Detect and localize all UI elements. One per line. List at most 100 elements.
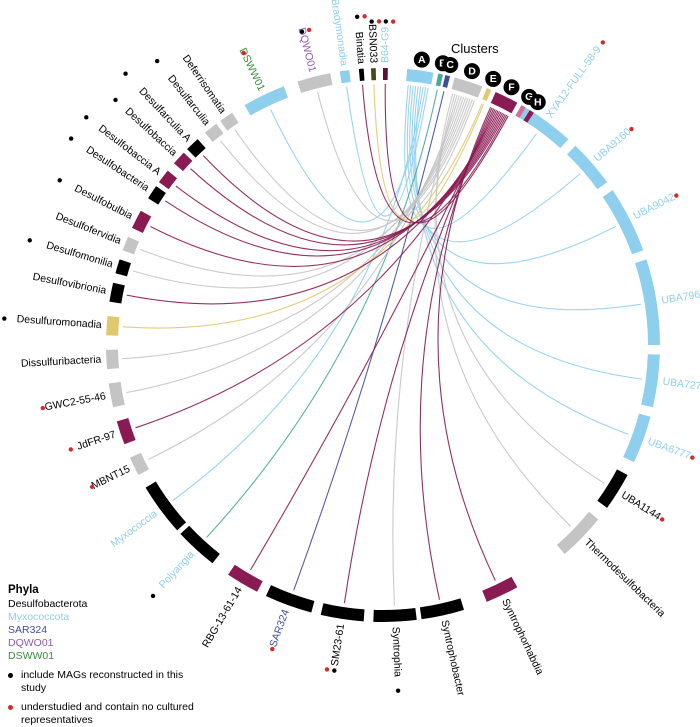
chord-bradymonadia [346,86,429,217]
label-desulfuromonadia: Desulfuromonadia [16,313,102,331]
red-dot-sm23-61 [324,667,330,672]
black-dot-binatia [354,14,360,20]
red-dot-mbnt15 [89,484,95,490]
red-dot-uba6777 [690,455,695,460]
black-dot-desulfarculia-a [123,71,128,76]
arc-desulfuromonadia [106,316,120,336]
arc-dqwo01 [297,73,333,93]
label-myxococcia: Myxococcia [109,508,160,550]
arc-desulfobacteria [148,186,166,205]
black-dot-dqwo01 [299,29,305,34]
cluster-letter-e: E [490,73,497,85]
chord-desulfobacteria [165,111,502,257]
black-dot-desulfobulbia [57,178,62,183]
arc-uba9042 [602,190,644,255]
red-dot-jdfr-97 [68,447,74,452]
chord-syntrophorhabdia [437,107,496,581]
arc-b64-g9 [383,68,388,81]
cluster-arc-g [515,105,526,118]
cluster-badge-f [503,79,520,96]
chord-polyangia [206,89,438,538]
cluster-letter-h: H [534,96,542,108]
chord-myxococcia [172,87,424,501]
red-dot-icon [8,705,13,710]
chord-mbnt15 [148,95,460,460]
arc-dissulfuribacteria [106,349,120,370]
cluster-letter-a: A [418,54,426,66]
red-dot-uba9160 [629,126,634,132]
red-dot-uba9042 [674,193,679,198]
legend-phylum-dsww01: DSWW01 [8,650,55,662]
chord-gwc2-55-46 [126,95,463,394]
black-dot-desulfomonilia [27,238,32,243]
arc-syntrophobacteria [419,598,464,620]
chord-uba6777 [415,86,629,435]
cluster-badge-e [485,70,502,87]
black-dot-polyangia [150,593,156,599]
arc-polyangia [180,525,220,564]
label-desulfobulbia: Desulfobulbia [72,183,134,223]
arc-uba6777 [623,413,651,463]
chord-desulfofervidia [139,98,469,277]
chord-dsww01 [270,87,427,223]
label-bsn033: BSN033 [366,24,379,64]
legend-red-dot-text: understudied and contain no cultured rep… [21,701,194,726]
arc-gwc2-55-46 [108,381,125,408]
label-sm23-61: SM23-61 [329,623,347,667]
legend-phylum-sar324: SAR324 [8,624,48,636]
arc-uba727 [641,354,660,408]
label-syntrophobacteria: Syntrophobacteria [438,619,468,695]
arc-syntrophia [373,608,417,622]
cluster-badge-a [413,51,430,68]
arc-bradymonadia [339,70,351,84]
arc-desulfobaccia [173,152,193,172]
black-dot-syntrophia [395,688,401,693]
arc-jdfr-97 [116,418,136,445]
chord-desulfobaccia-a [175,112,503,252]
label-dissulfuribacteria: Dissulfuribacteria [21,354,102,370]
label-rbg-13-61-14: RBG-13-61-14 [200,585,245,650]
chord-desulfomonilia [132,97,467,289]
arc-xya12-full-58-9 [515,105,569,149]
arc-bsn033 [370,68,377,81]
red-dot-binatia [362,14,367,19]
label-mbnt15: MBNT15 [90,463,133,492]
chord-sm23-61 [343,108,495,604]
label-syntrophia: Syntrophia [390,626,404,677]
arc-uba796 [635,259,660,345]
arc-binatia [358,68,365,82]
black-dot-desulfobaccia [113,97,118,103]
cluster-letter-f: F [508,82,515,94]
red-dot-bsn033 [376,19,382,24]
chord-bsn033 [373,84,485,221]
label-dsww01: DSWW01 [237,46,268,93]
chord-desulfarculia-a [202,114,506,242]
legend-phylum-myxococcota: Myxococcota [8,611,70,623]
marker-dots [2,14,695,693]
arc-deferrisomatia [220,112,239,131]
red-dot-gwc2-55-46 [40,405,45,411]
arc-dsww01 [244,86,289,116]
black-dot-sm23-61 [332,668,337,673]
cluster-letter-g: G [525,91,533,103]
red-dot-dsww01 [241,50,246,56]
legend-phylum-dqwo01: DQWO01 [8,637,54,649]
black-dot-bsn033 [369,19,374,24]
chord-desulfarculia [220,98,471,234]
arc-rbg-13-61-14 [228,564,263,592]
cluster-badge-h [529,94,546,111]
red-dot-uba1144 [659,517,665,522]
cluster-arc-c [442,75,451,88]
chords [122,84,642,606]
label-uba727: UBA727 [662,376,700,393]
label-thermodesulfobacteria: Thermodesulfobacteria [582,536,668,619]
chord-desulfobaccia [190,113,505,246]
black-dot-desulfuromonadia [2,316,7,321]
label-binatia: Binatia [353,31,367,64]
cluster-arc-d [451,77,483,98]
legend-title: Phyla [8,584,39,596]
chord-deferrisomatia [234,99,473,231]
cluster-arc-h [523,110,534,123]
label-syntrophorhabdia: Syntrophorhabdia [499,597,546,677]
arc-desulfovibrionia [109,282,125,304]
